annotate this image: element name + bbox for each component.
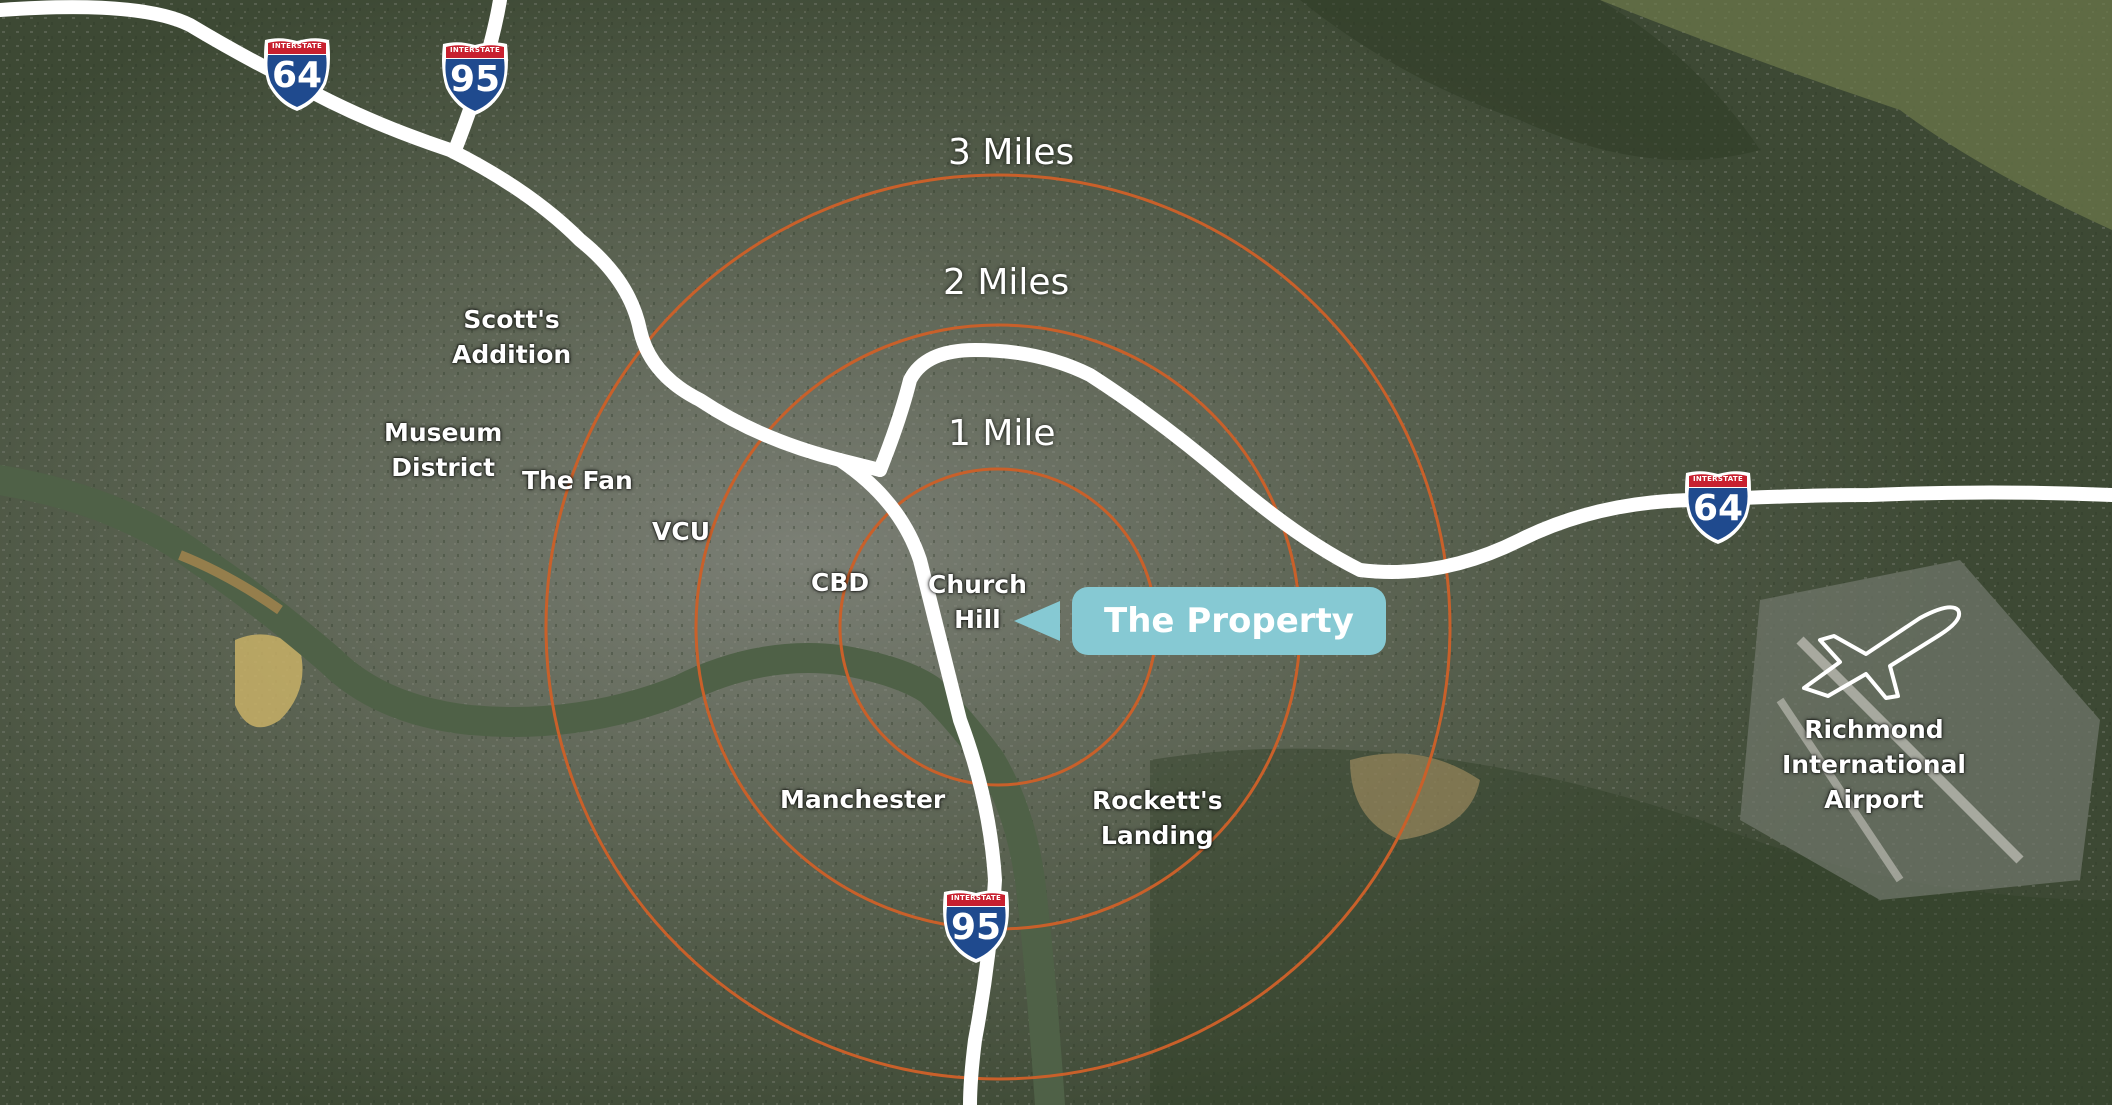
airplane-icon — [1800, 600, 1970, 700]
shield-i95-south-number: 95 — [950, 907, 1002, 948]
shield-i95-north: INTERSTATE 95 — [440, 40, 510, 116]
shield-i95-south-top: INTERSTATE — [950, 894, 1002, 902]
label-scotts-addition: Scott's Addition — [452, 305, 572, 369]
ring-label-1-mile: 1 Mile — [948, 413, 1056, 454]
runway-2 — [1776, 697, 1904, 883]
shield-i95-north-top: INTERSTATE — [449, 46, 501, 54]
river-bank-tan — [178, 550, 283, 615]
ring-label-3-miles: 3 Miles — [948, 132, 1075, 173]
runway-1 — [1796, 636, 2024, 864]
ring-label-2-miles: 2 Miles — [943, 262, 1070, 303]
construction-site — [1350, 753, 1480, 840]
airport-area — [1740, 560, 2100, 900]
interstate-shield-icon — [1685, 471, 1751, 544]
label-rocketts-landing: Rockett's Landing — [1092, 786, 1223, 850]
interstate-shield-icon — [943, 890, 1009, 963]
property-pointer-icon — [1014, 601, 1060, 641]
farmland-ne — [1600, 0, 2112, 230]
label-museum-district: Museum District — [384, 418, 503, 482]
label-richmond-international-airport: Richmond International Airport — [1782, 715, 1966, 814]
shield-i64-east: INTERSTATE 64 — [1683, 469, 1753, 545]
shield-i95-north-number: 95 — [449, 59, 501, 100]
interstate-shield-icon — [442, 42, 508, 115]
ring-3-miles — [544, 173, 1452, 1081]
property-callout[interactable]: The Property — [1072, 587, 1386, 655]
shield-i64-east-top: INTERSTATE — [1692, 475, 1744, 483]
shield-i95-south: INTERSTATE 95 — [941, 888, 1011, 964]
interstate-shield-icon — [264, 38, 330, 111]
highway-i64-west — [0, 0, 887, 477]
highway-i95-south — [833, 453, 1002, 1105]
shield-i64-east-number: 64 — [1692, 488, 1744, 529]
highway-i64-east — [873, 343, 2112, 579]
forest-se — [1150, 748, 2112, 1105]
shield-i64-northwest-number: 64 — [271, 55, 323, 96]
label-manchester: Manchester — [780, 785, 946, 814]
label-church-hill: Church Hill — [928, 570, 1027, 634]
label-cbd: CBD — [811, 568, 870, 597]
property-label: The Property — [1104, 601, 1354, 641]
label-the-fan: The Fan — [522, 466, 633, 495]
shield-i64-northwest: INTERSTATE 64 — [262, 36, 332, 112]
forest-ne — [1300, 0, 1760, 160]
shield-i64-northwest-top: INTERSTATE — [271, 42, 323, 50]
label-vcu: VCU — [652, 517, 710, 546]
golf-course — [235, 634, 303, 728]
